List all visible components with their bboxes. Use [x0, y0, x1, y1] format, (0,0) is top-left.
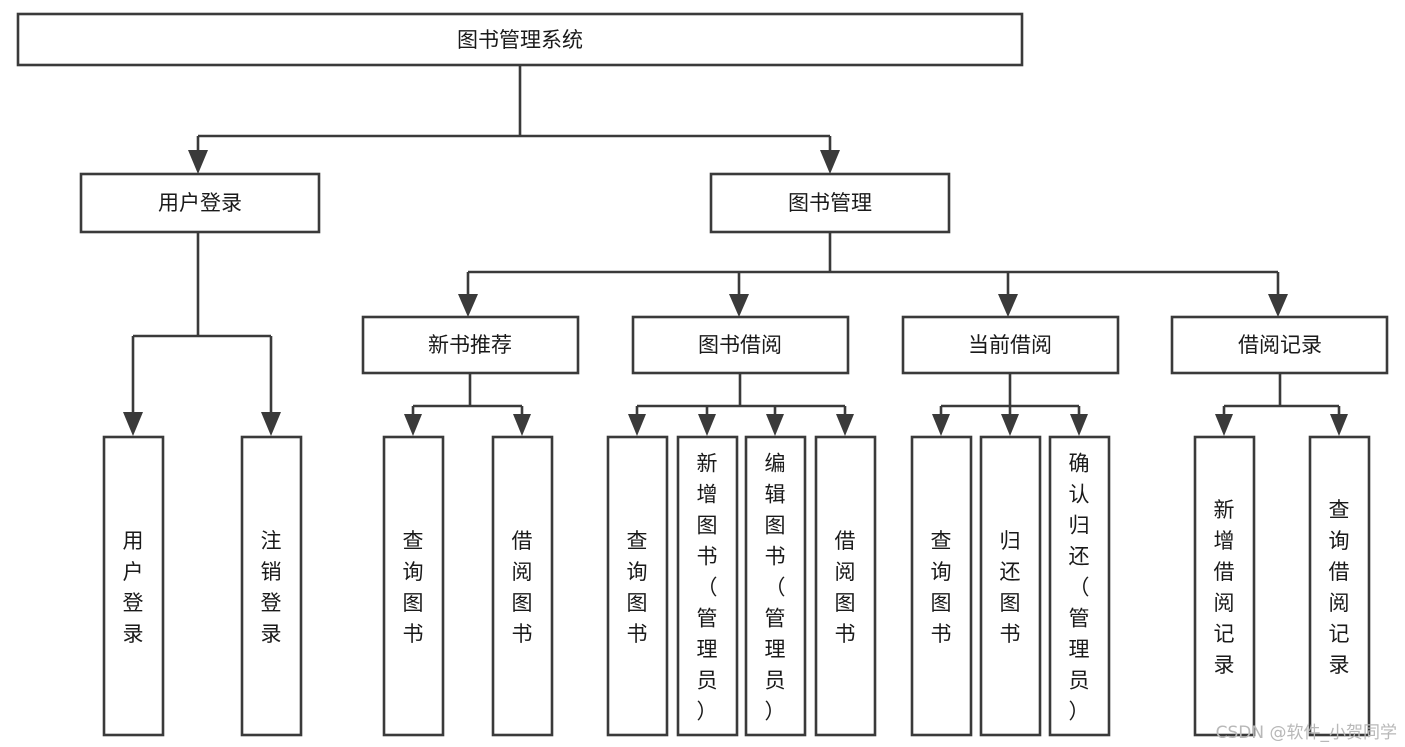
node-leaf-user-login-box[interactable]	[102, 435, 165, 737]
node-leaf-add-book-box[interactable]	[676, 435, 739, 737]
node-leaf-borrow-book-2-label: 借阅图书	[835, 529, 856, 646]
node-new-book-recommend[interactable]: 新书推荐	[361, 315, 580, 375]
node-leaf-add-record[interactable]: 新增借阅记录	[1193, 435, 1256, 737]
node-leaf-add-book-label: 新增图书（管理员）	[697, 452, 718, 724]
node-leaf-borrow-book-1[interactable]: 借阅图书	[491, 435, 554, 737]
node-leaf-add-record-box[interactable]	[1193, 435, 1256, 737]
arrow-icon-leaf-confirm-return	[1070, 414, 1088, 436]
node-leaf-return-book-box[interactable]	[979, 435, 1042, 737]
node-leaf-confirm-return-box[interactable]	[1048, 435, 1111, 737]
node-leaf-return-book[interactable]: 归还图书	[979, 435, 1042, 737]
node-book-manage[interactable]: 图书管理	[709, 172, 951, 234]
node-leaf-add-book[interactable]: 新增图书（管理员）	[676, 435, 739, 737]
node-current-borrow[interactable]: 当前借阅	[901, 315, 1120, 375]
node-leaf-edit-book[interactable]: 编辑图书（管理员）	[744, 435, 807, 737]
arrow-icon-user-login	[188, 150, 208, 174]
arrow-icon-leaf-borrow-book-1	[513, 414, 531, 436]
node-leaf-edit-book-label: 编辑图书（管理员）	[765, 452, 786, 724]
node-leaf-borrow-book-1-label: 借阅图书	[512, 529, 533, 646]
node-leaf-query-book-3-box[interactable]	[910, 435, 973, 737]
node-root-label: 图书管理系统	[457, 28, 583, 52]
node-borrow-record-label: 借阅记录	[1238, 333, 1322, 357]
arrow-icon-currentborrow	[998, 294, 1018, 317]
node-leaf-logout-login[interactable]: 注销登录	[240, 435, 303, 737]
node-root[interactable]: 图书管理系统	[16, 12, 1024, 67]
node-leaf-query-book-2-label: 查询图书	[627, 529, 648, 646]
node-current-borrow-box[interactable]	[901, 315, 1120, 375]
arrow-icon-leaf-query-book-3	[932, 414, 950, 436]
node-leaf-query-book-2-box[interactable]	[606, 435, 669, 737]
arrow-icon-leaf-add-book	[698, 414, 716, 436]
node-leaf-confirm-return[interactable]: 确认归还（管理员）	[1048, 435, 1111, 737]
node-leaf-add-record-label: 新增借阅记录	[1214, 498, 1235, 677]
node-leaf-confirm-return-label: 确认归还（管理员）	[1069, 452, 1090, 724]
node-leaf-query-book-2[interactable]: 查询图书	[606, 435, 669, 737]
node-leaf-user-login[interactable]: 用户登录	[102, 435, 165, 737]
node-new-book-recommend-box[interactable]	[361, 315, 580, 375]
node-borrow-record-box[interactable]	[1170, 315, 1389, 375]
node-leaf-query-book-3[interactable]: 查询图书	[910, 435, 973, 737]
node-book-borrow-box[interactable]	[631, 315, 850, 375]
node-leaf-query-book-1-label: 查询图书	[403, 529, 424, 646]
node-leaf-query-record-box[interactable]	[1308, 435, 1371, 737]
node-leaf-borrow-book-1-box[interactable]	[491, 435, 554, 737]
node-root-box[interactable]	[16, 12, 1024, 67]
arrow-icon-leaf-query-book-1	[404, 414, 422, 436]
node-book-borrow[interactable]: 图书借阅	[631, 315, 850, 375]
node-book-manage-box[interactable]	[709, 172, 951, 234]
node-leaf-edit-book-box[interactable]	[744, 435, 807, 737]
arrow-icon-leaf-edit-book	[766, 414, 784, 436]
node-leaf-logout-login-box[interactable]	[240, 435, 303, 737]
node-user-login[interactable]: 用户登录	[79, 172, 321, 234]
arrow-icon-borrowrecord	[1268, 294, 1288, 317]
node-new-book-recommend-label: 新书推荐	[428, 333, 512, 357]
node-current-borrow-label: 当前借阅	[968, 333, 1052, 357]
node-leaf-user-login-label: 用户登录	[123, 529, 144, 646]
node-leaf-query-record[interactable]: 查询借阅记录	[1308, 435, 1371, 737]
node-leaf-logout-login-label: 注销登录	[261, 529, 282, 646]
arrow-icon-leaf-borrow-book-2	[836, 414, 854, 436]
arrow-icon-bookborrow	[729, 294, 749, 317]
arrow-icon-newbook	[458, 294, 478, 317]
node-leaf-query-book-3-label: 查询图书	[931, 529, 952, 646]
node-leaf-borrow-book-2[interactable]: 借阅图书	[814, 435, 877, 737]
arrow-icon-leaf-query-book-2	[628, 414, 646, 436]
arrow-icon-leaf-logout-login	[261, 412, 281, 436]
arrowhead-layer	[123, 150, 1348, 436]
node-user-login-label: 用户登录	[158, 191, 242, 215]
node-borrow-record[interactable]: 借阅记录	[1170, 315, 1389, 375]
node-book-manage-label: 图书管理	[788, 191, 872, 215]
arrow-icon-book-manage	[820, 150, 840, 174]
connector-layer	[131, 64, 1341, 415]
arrow-icon-leaf-return-book	[1001, 414, 1019, 436]
node-leaf-query-book-1[interactable]: 查询图书	[382, 435, 445, 737]
node-leaf-query-record-label: 查询借阅记录	[1329, 498, 1350, 677]
node-leaf-return-book-label: 归还图书	[1000, 529, 1021, 646]
node-book-borrow-label: 图书借阅	[698, 333, 782, 357]
csdn-watermark: CSDN @软件_小贺同学	[1215, 723, 1397, 743]
node-leaf-borrow-book-2-box[interactable]	[814, 435, 877, 737]
arrow-icon-leaf-query-record	[1330, 414, 1348, 436]
arrow-icon-leaf-user-login	[123, 412, 143, 436]
node-user-login-box[interactable]	[79, 172, 321, 234]
node-leaf-query-book-1-box[interactable]	[382, 435, 445, 737]
arrow-icon-leaf-add-record	[1215, 414, 1233, 436]
